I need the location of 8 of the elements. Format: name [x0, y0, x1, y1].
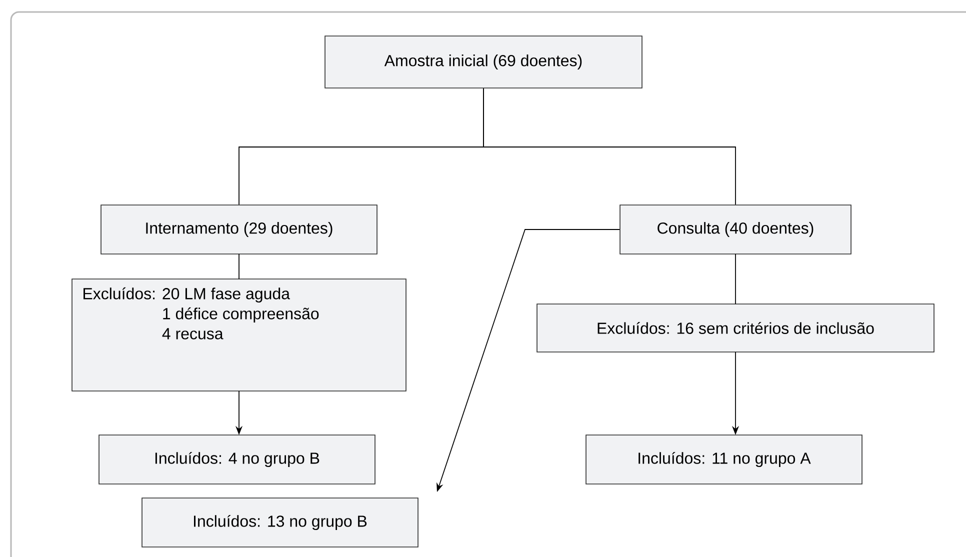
- process-box: Amostra inicial (69 doentes): [324, 36, 642, 88]
- process-box: Excluídos: 16 sem critérios de inclusão: [536, 304, 934, 352]
- process-box: Incluídos: 4 no grupo B: [98, 434, 376, 484]
- process-box: Consulta (40 doentes): [620, 204, 852, 254]
- process-box: Incluídos: 11 no grupo A: [586, 434, 862, 484]
- process-box: Excluídos: 20 LM fase aguda 1 défice compreensão 4 recusa: [72, 278, 406, 392]
- process-box: Incluídos: 13 no grupo B: [142, 498, 418, 548]
- process-box: Internamento (29 doentes): [100, 204, 378, 254]
